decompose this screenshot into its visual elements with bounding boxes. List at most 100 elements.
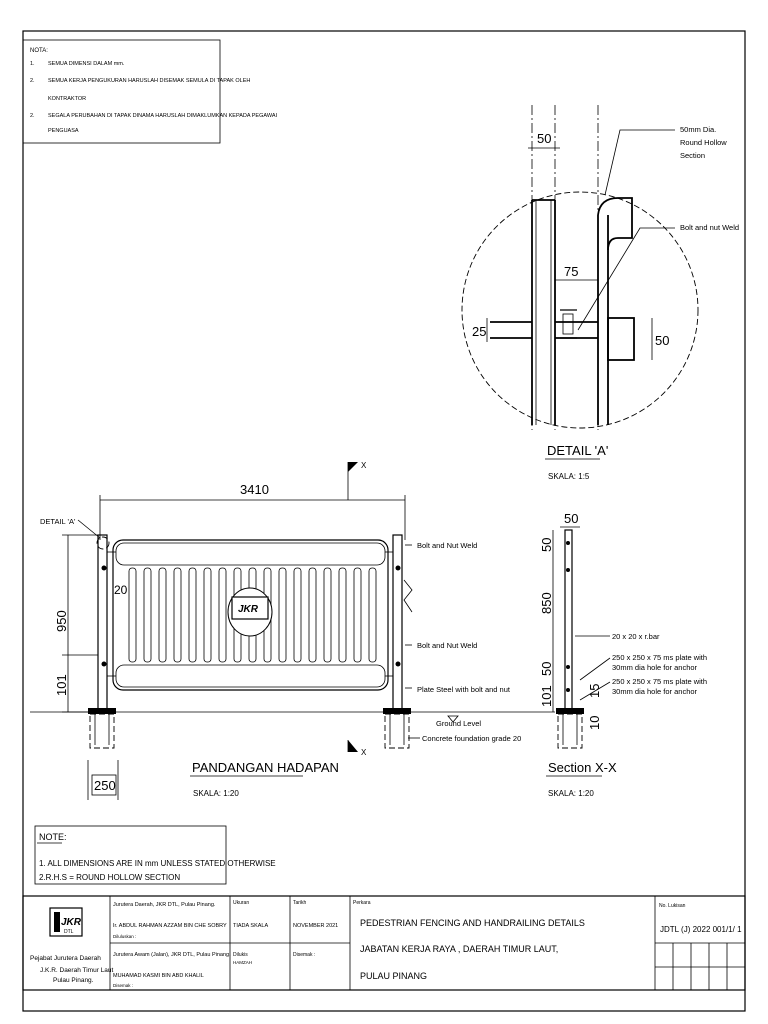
fence-infill-bar — [188, 567, 197, 663]
section-mark-top: X — [361, 461, 367, 470]
title-approved-label: Diluluskan : — [113, 934, 136, 939]
title-asst-name: MUHAMAD KASMI BIN ABD KHALIL — [113, 973, 204, 979]
general-note-heading: NOTE: — [39, 832, 67, 842]
front-label-weld-top: Bolt and Nut Weld — [417, 541, 477, 550]
section-label-plate1-2: 30mm dia hole for anchor — [612, 663, 698, 672]
title-office-2: J.K.R. Daerah Timur Laut — [40, 967, 114, 974]
section-title: Section X-X — [548, 760, 617, 775]
title-engineer-role: Jurutera Daerah, JKR DTL, Pulau Pinang. — [113, 902, 216, 908]
front-detail-ref: DETAIL 'A' — [40, 517, 76, 526]
section-mark-bottom: X — [361, 748, 367, 757]
front-view-scale: SKALA: 1:20 — [193, 789, 239, 798]
general-note-box: NOTE: 1. ALL DIMENSIONS ARE IN mm UNLESS… — [34, 825, 276, 885]
detail-a-label-rhs-3: Section — [680, 151, 705, 160]
sheet-border — [22, 30, 746, 1012]
detail-a-label-rhs-1: 50mm Dia. — [680, 125, 716, 134]
title-office-1: Pejabat Jurutera Daerah — [30, 955, 101, 962]
notes-heading: NOTA: — [30, 48, 48, 54]
detail-a-title: DETAIL 'A' — [547, 443, 608, 458]
fence-infill-bar — [323, 567, 332, 663]
title-drawing-no: JDTL (J) 2022 001/1/ 1 — [660, 925, 742, 934]
detail-a-label-rhs-2: Round Hollow — [680, 138, 727, 147]
fence-infill-bar — [173, 567, 182, 663]
detail-a-dim-top: 50 — [537, 131, 551, 146]
title-logo-sub: DTL — [64, 929, 74, 935]
notes-box-malay: NOTA: 1. SEMUA DIMENSI DALAM mm. 2. SEMU… — [22, 39, 277, 144]
detail-a-dim-left: 25 — [472, 324, 486, 339]
title-size-value: TIADA SKALA — [233, 923, 268, 929]
front-view: X X 3410 JKR — [30, 461, 555, 800]
title-jkr-logo: JKR DTL — [49, 907, 83, 937]
detail-a-dim-right: 50 — [655, 333, 669, 348]
section-dim-d: 101 — [539, 685, 554, 707]
section-xx: 50 50 850 50 101 15 10 20 x 20 x r.bar 2… — [539, 511, 707, 798]
title-drawing-no-label: No. Lukisan — [659, 903, 686, 909]
notes-item-2-cont: KONTRAKTOR — [48, 96, 86, 102]
detail-a-scale: SKALA: 1:5 — [548, 472, 590, 481]
front-view-title: PANDANGAN HADAPAN — [192, 760, 339, 775]
detail-a-dim-mid: 75 — [564, 264, 578, 279]
notes-item-3-cont: PENGUASA — [48, 128, 79, 134]
front-label-concrete: Concrete foundation grade 20 — [422, 734, 521, 743]
front-dim-base: 250 — [94, 778, 116, 793]
title-size-label: Ukuran — [233, 900, 249, 906]
front-dim-height: 950 — [54, 610, 69, 632]
title-drawn-label: Dilukis — [233, 952, 248, 958]
fence-infill-bar — [338, 567, 347, 663]
notes-item-2-text: SEMUA KERJA PENGUKURAN HARUSLAH DISEMAK … — [48, 78, 250, 84]
section-scale: SKALA: 1:20 — [548, 789, 594, 798]
section-label-plate2-1: 250 x 250 x 75 ms plate with — [612, 677, 707, 686]
front-logo-text: JKR — [238, 604, 259, 615]
title-checked-label: Disemak : — [113, 983, 133, 988]
title-subject-label: Perkara — [353, 900, 371, 906]
title-block: JKR DTL Pejabat Jurutera Daerah J.K.R. D… — [22, 895, 746, 991]
section-dim-e: 15 — [587, 684, 602, 698]
fence-infill-bar — [353, 567, 362, 663]
notes-item-2-num: 2. — [30, 78, 35, 84]
front-dim-bottom: 101 — [54, 674, 69, 696]
front-jkr-logo: JKR — [227, 587, 273, 637]
general-note-line-1: 1. ALL DIMENSIONS ARE IN mm UNLESS STATE… — [39, 859, 276, 868]
title-engineer-name: Ir. ABDUL RAHMAN AZZAM BIN CHE SOBRY — [113, 923, 227, 929]
section-label-plate1-1: 250 x 250 x 75 ms plate with — [612, 653, 707, 662]
fence-infill-bar — [203, 567, 212, 663]
notes-item-3-text: SEGALA PERUBAHAN DI TAPAK DINAMA HARUSLA… — [48, 113, 277, 119]
section-dim-a: 50 — [539, 538, 554, 552]
general-note-line-2: 2.R.H.S = ROUND HOLLOW SECTION — [39, 873, 180, 882]
fence-infill-bar — [158, 567, 167, 663]
section-dim-top: 50 — [564, 511, 578, 526]
front-label-plate: Plate Steel with bolt and nut — [417, 685, 511, 694]
title-asst-role: Jurutera Awam (Jalan), JKR DTL, Pulau Pi… — [113, 952, 231, 958]
fence-infill-bar — [278, 567, 287, 663]
section-label-plate2-2: 30mm dia hole for anchor — [612, 687, 698, 696]
front-label-ground: Ground Level — [436, 719, 481, 728]
fence-infill-bar — [143, 567, 152, 663]
section-label-bar: 20 x 20 x r.bar — [612, 632, 660, 641]
section-dim-b: 850 — [539, 592, 554, 614]
notes-item-3-num: 2. — [30, 113, 35, 119]
detail-a-circle — [461, 191, 699, 429]
title-date-label: Tarikh — [293, 900, 307, 906]
title-date-value: NOVEMBER 2021 — [293, 923, 338, 929]
title-subject-2: JABATAN KERJA RAYA , DAERAH TIMUR LAUT, — [360, 944, 558, 954]
fence-infill-bar — [368, 567, 377, 663]
notes-item-1-num: 1. — [30, 61, 35, 67]
front-label-weld-bottom: Bolt and Nut Weld — [417, 641, 477, 650]
notes-item-1-text: SEMUA DIMENSI DALAM mm. — [48, 61, 125, 67]
section-dim-c: 50 — [539, 662, 554, 676]
detail-a-label-weld: Bolt and nut Weld — [680, 223, 739, 232]
title-subject-3: PULAU PINANG — [360, 971, 427, 981]
title-drawn-value: HAMZAH — [233, 960, 252, 965]
title-subject-1: PEDESTRIAN FENCING AND HANDRAILING DETAI… — [360, 918, 585, 928]
fence-infill-bar — [308, 567, 317, 663]
section-dim-f: 10 — [587, 716, 602, 730]
front-dim-inner: 20 — [114, 583, 128, 597]
title-checked2-label: Disemak : — [293, 952, 315, 958]
detail-a: 50 75 25 50 50mm Dia. Round Hollow Secti… — [461, 105, 739, 481]
front-dim-length: 3410 — [240, 482, 269, 497]
fence-infill-bar — [128, 567, 137, 663]
title-logo-text: JKR — [61, 917, 82, 928]
fence-infill-bar — [218, 567, 227, 663]
title-office-3: Pulau Pinang. — [53, 977, 94, 984]
